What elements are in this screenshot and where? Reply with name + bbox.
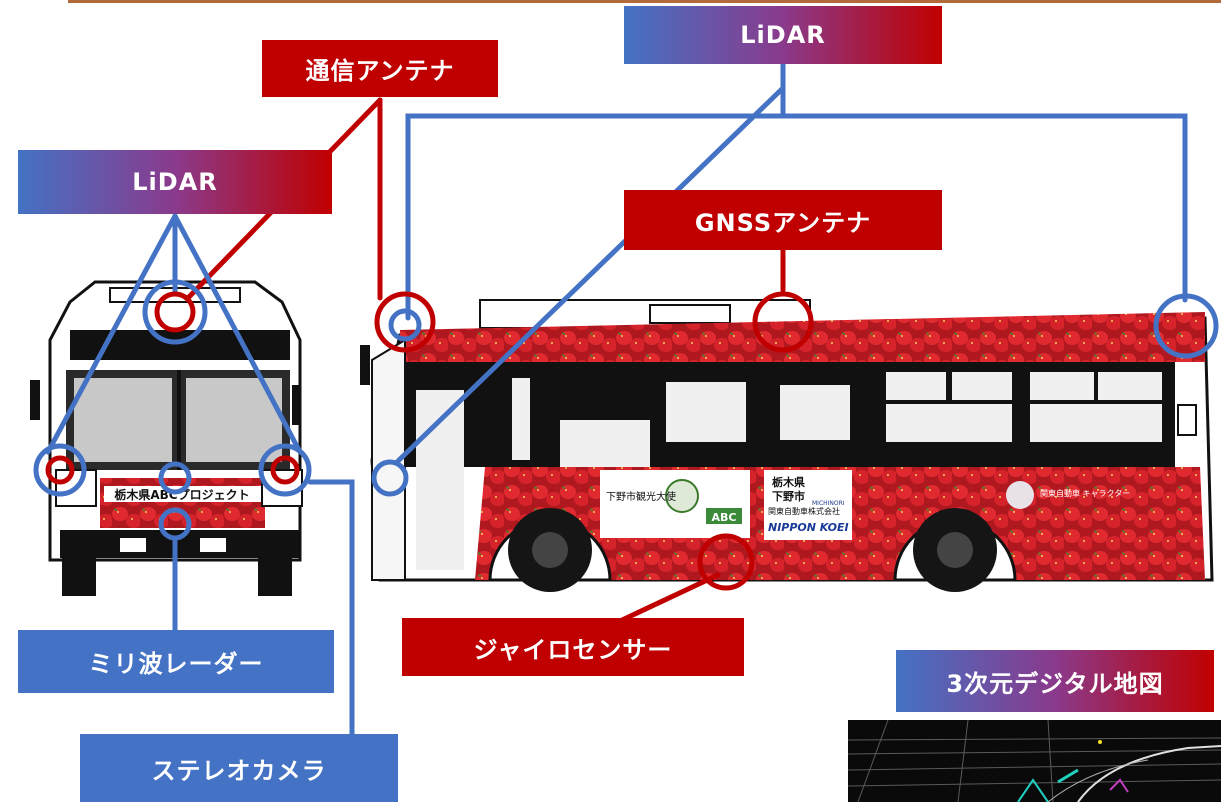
side-rear-lidar-marker	[1153, 293, 1219, 359]
nippon-koei-sign-text: NIPPON KOEI	[768, 521, 849, 534]
lidar-front-label: LiDAR	[18, 150, 332, 214]
lidar-side-diagonal	[394, 85, 786, 465]
front-radar-marker	[158, 507, 192, 541]
tourism-sign-text: 下野市観光大使	[606, 490, 676, 503]
abc-sign-text: ABC	[712, 511, 737, 524]
gnss-antenna-marker	[752, 291, 814, 353]
mmwave-radar-label: ミリ波レーダー	[18, 630, 334, 693]
comm-antenna-label: 通信アンテナ	[262, 40, 498, 97]
prefecture-sign-text: 栃木県	[772, 475, 805, 489]
lidar-front-right	[172, 213, 303, 455]
point-cloud-graphic	[848, 720, 1221, 802]
mascot-sign-text: 関東自動車 キャラクター	[1040, 488, 1130, 498]
city-sign-text: 下野市	[772, 489, 805, 503]
lidar-side-label: LiDAR	[624, 6, 942, 64]
digital-map-image	[848, 720, 1221, 802]
bus-side: ABC 下野市観光大使 栃木県 下野市 MICHINORI 関東自動車株式会社 …	[360, 299, 1214, 592]
front-left-lidar-inner	[45, 455, 75, 485]
gyro-sensor-label: ジャイロセンサー	[402, 618, 744, 676]
lidar-front-left	[45, 213, 178, 455]
front-plate-text: 栃木県ABCプロジェクト	[114, 487, 249, 502]
kanto-bus-sign-text: 関東自動車株式会社	[768, 506, 840, 516]
stereo-line	[307, 479, 355, 737]
gnss-antenna-label: GNSSアンテナ	[624, 190, 942, 250]
michinori-sign-text: MICHINORI	[812, 500, 845, 507]
top-rule	[68, 0, 1221, 3]
lidar-side-bracket	[405, 113, 1188, 321]
front-left-lidar-marker	[33, 443, 87, 497]
front-right-lidar-marker	[258, 443, 312, 497]
callout-lines	[45, 61, 1188, 737]
front-right-lidar-inner	[270, 455, 300, 485]
sensor-markers	[33, 279, 1219, 591]
side-lower-lidar-marker	[371, 459, 409, 497]
side-comm-antenna-marker	[374, 291, 436, 353]
stereo-camera-label: ステレオカメラ	[80, 734, 398, 802]
front-top-lidar-marker	[142, 279, 208, 345]
digital-map-label: 3次元デジタル地図	[896, 650, 1214, 712]
front-camera-marker	[158, 461, 192, 495]
front-comm-antenna-marker	[154, 291, 196, 333]
side-front-lidar-marker	[388, 308, 422, 342]
gyro-sensor-marker	[697, 533, 755, 591]
